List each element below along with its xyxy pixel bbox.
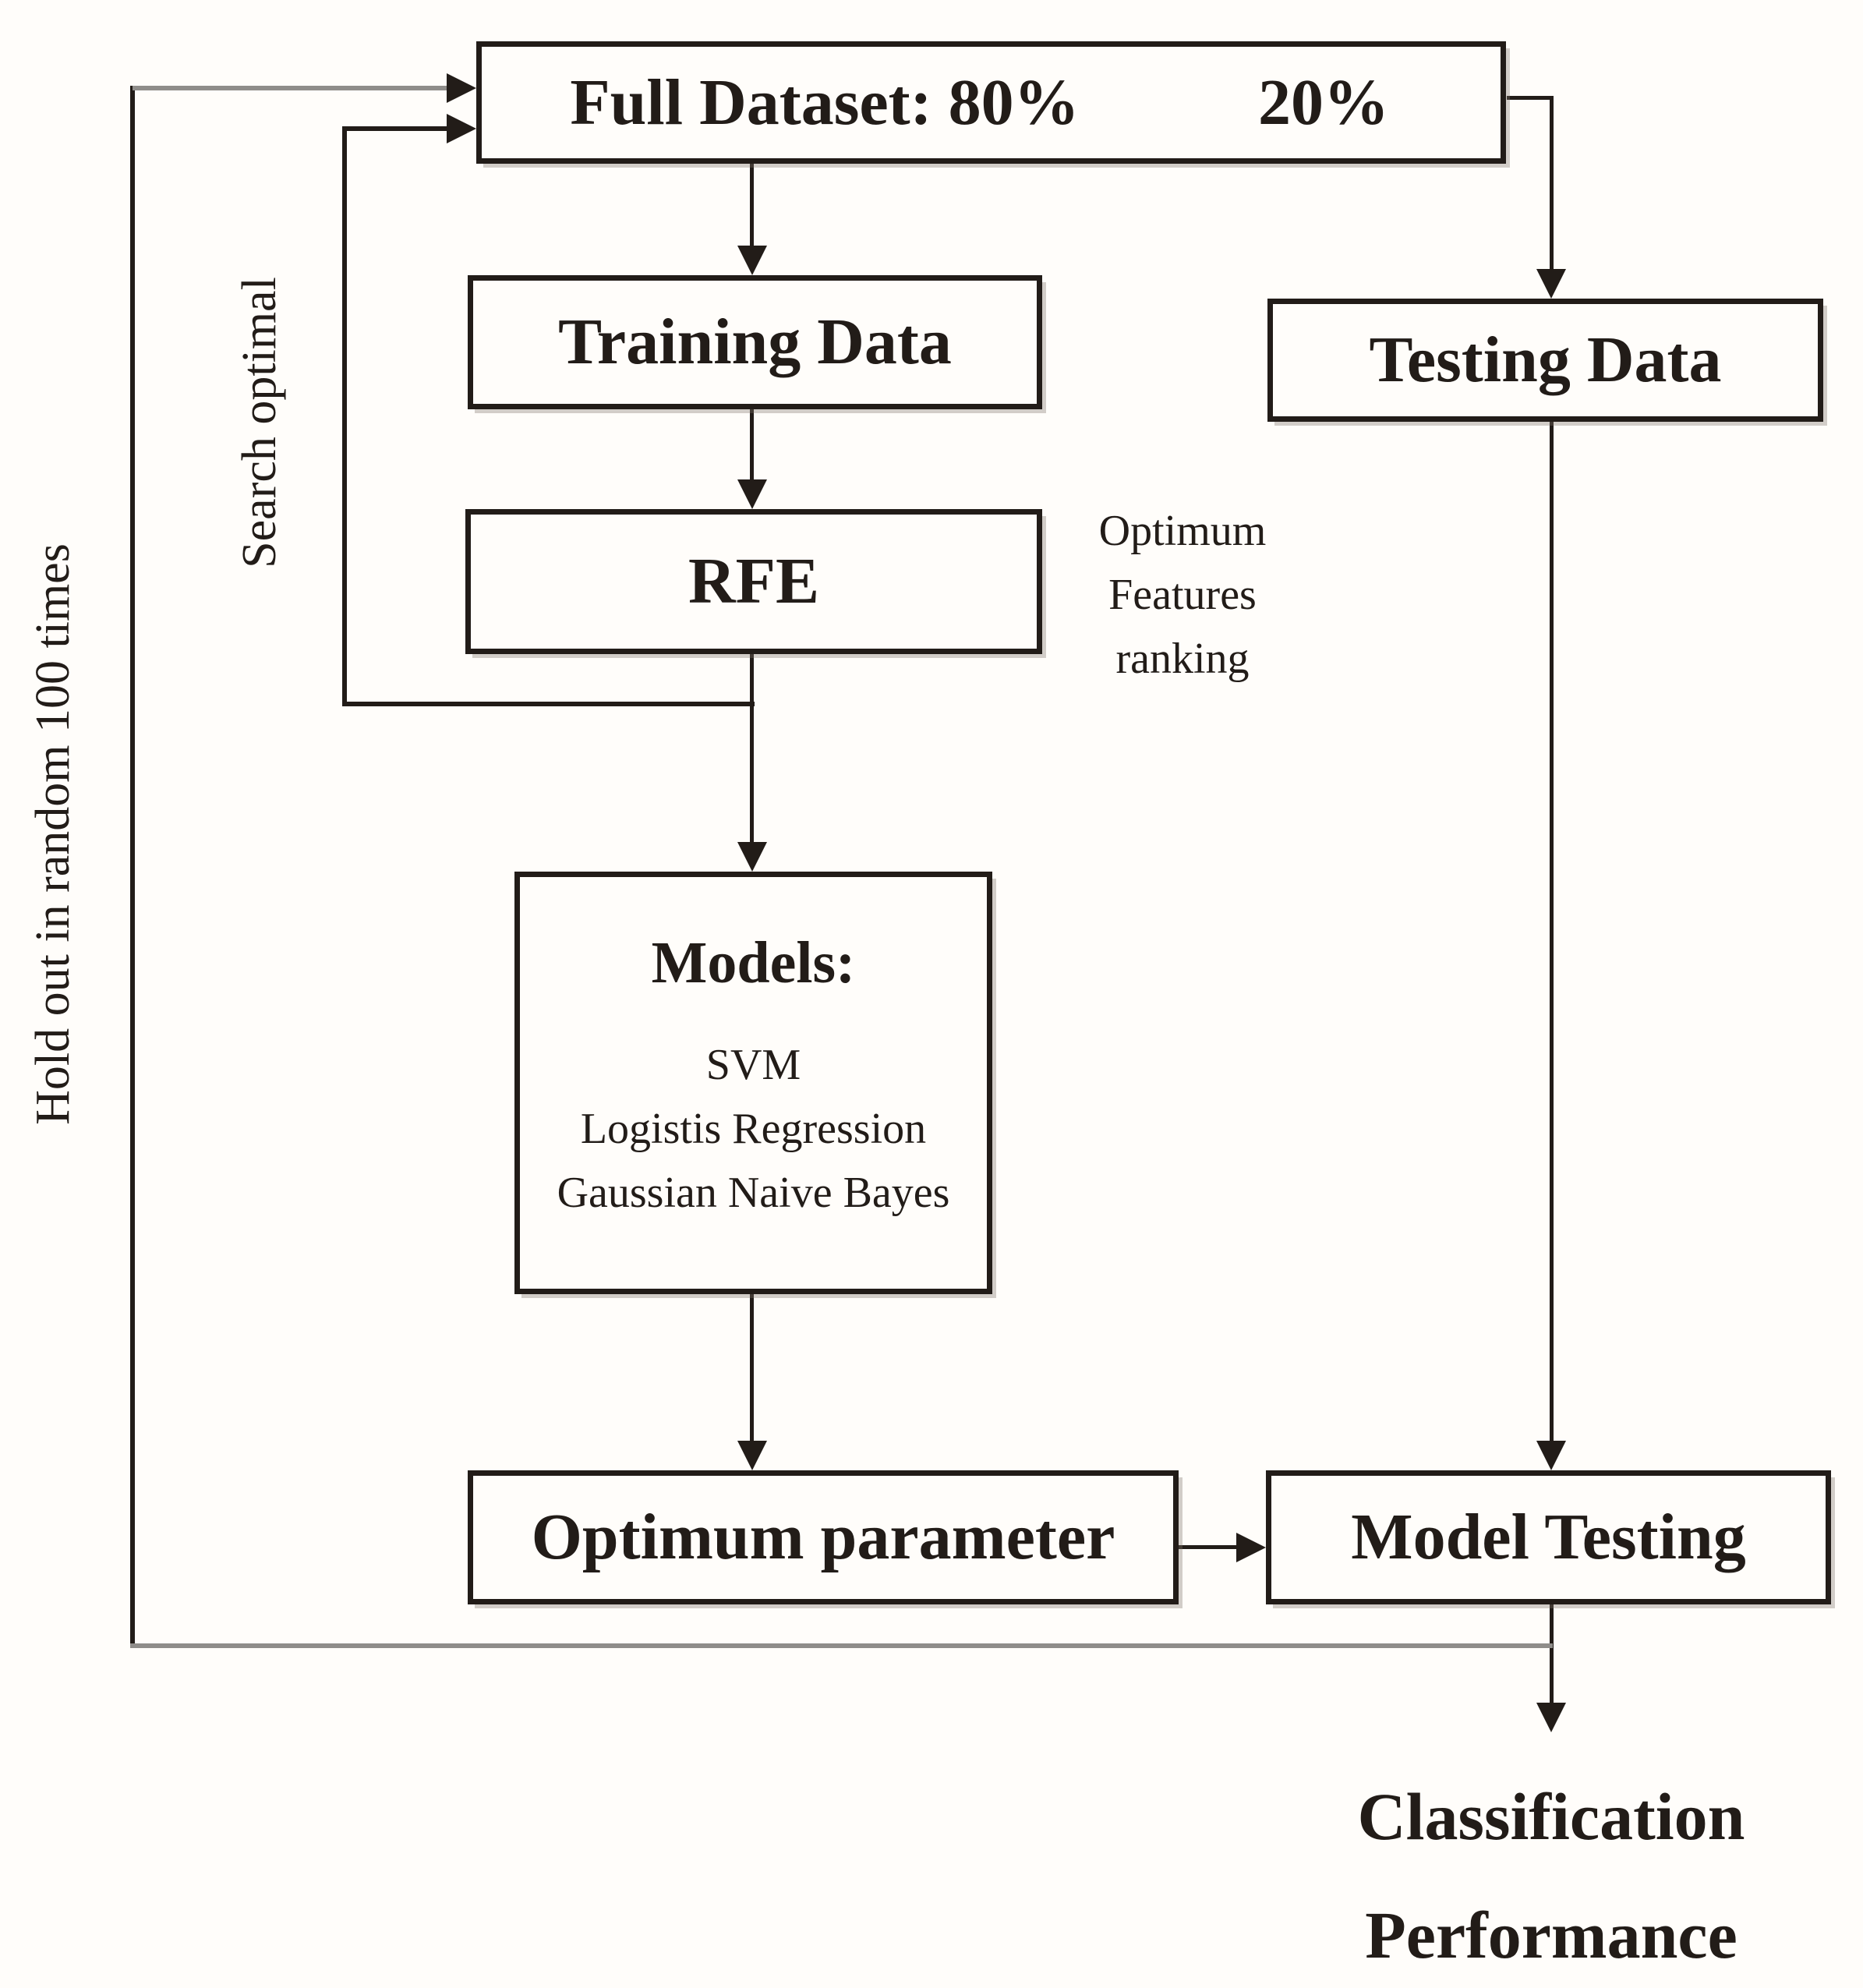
result-text: Classification Performance <box>1278 1757 1824 1988</box>
models-title: Models: <box>651 930 856 996</box>
node-training-data: Training Data <box>468 275 1042 409</box>
line-modeltesting-to-result <box>1550 1603 1554 1706</box>
training-data-label: Training Data <box>558 306 952 378</box>
node-testing-data: Testing Data <box>1267 299 1823 422</box>
node-full-dataset: Full Dataset: 80% 20% <box>476 41 1506 164</box>
line-optimum-to-modeltesting <box>1179 1545 1239 1549</box>
line-training-to-rfe <box>750 409 754 483</box>
line-holdout-loop-top <box>133 86 449 90</box>
node-optimum-parameter: Optimum parameter <box>468 1470 1179 1604</box>
line-rfe-to-models <box>750 654 754 845</box>
arrowhead-down-icon <box>1536 1441 1566 1470</box>
arrowhead-down-icon <box>1536 1703 1566 1732</box>
arrowhead-down-icon <box>737 246 767 275</box>
arrowhead-right-icon <box>447 73 476 103</box>
line-searchoptimal-loop-bottom <box>345 702 755 706</box>
node-models: Models: SVM Logistis Regression Gaussian… <box>514 872 992 1294</box>
rfe-note-line3: ranking <box>1115 635 1250 683</box>
node-model-testing: Model Testing <box>1266 1470 1831 1604</box>
full-dataset-split-label: 20% <box>1258 65 1389 139</box>
result-line2: Performance <box>1365 1898 1738 1972</box>
line-dataset-out-right <box>1507 96 1554 100</box>
line-holdout-loop-bottom <box>130 1643 1553 1648</box>
rfe-note-line2: Features <box>1108 571 1257 619</box>
arrowhead-down-icon <box>1536 269 1566 299</box>
rfe-label: RFE <box>688 545 819 617</box>
models-item-logistic-regression: Logistis Regression <box>580 1105 927 1153</box>
arrowhead-right-icon <box>1236 1533 1266 1562</box>
models-item-svm: SVM <box>705 1041 801 1089</box>
line-searchoptimal-loop-top <box>345 126 449 131</box>
line-searchoptimal-loop-vertical <box>342 126 347 706</box>
line-testing-to-modeltesting <box>1550 419 1554 1444</box>
arrowhead-down-icon <box>737 479 767 509</box>
model-testing-label: Model Testing <box>1351 1501 1746 1573</box>
result-line1: Classification <box>1357 1779 1745 1854</box>
models-item-gaussian-naive-bayes: Gaussian Naive Bayes <box>557 1169 950 1217</box>
line-holdout-loop-vertical <box>130 86 135 1648</box>
arrowhead-down-icon <box>737 1441 767 1470</box>
node-rfe: RFE <box>465 509 1042 654</box>
line-down-to-testing <box>1550 96 1554 272</box>
rfe-side-note: Optimum Features ranking <box>1069 499 1296 691</box>
arrowhead-down-icon <box>737 842 767 872</box>
holdout-loop-label: Hold out in random 100 times <box>27 543 80 1125</box>
search-optimal-loop-label: Search optimal <box>233 277 286 568</box>
full-dataset-label: Full Dataset: 80% <box>570 65 1080 139</box>
optimum-parameter-label: Optimum parameter <box>531 1501 1115 1573</box>
testing-data-label: Testing Data <box>1369 324 1722 396</box>
line-models-to-optimum <box>750 1294 754 1444</box>
rfe-note-line1: Optimum <box>1098 507 1267 555</box>
line-dataset-to-training <box>750 164 754 249</box>
arrowhead-right-icon <box>447 114 476 143</box>
